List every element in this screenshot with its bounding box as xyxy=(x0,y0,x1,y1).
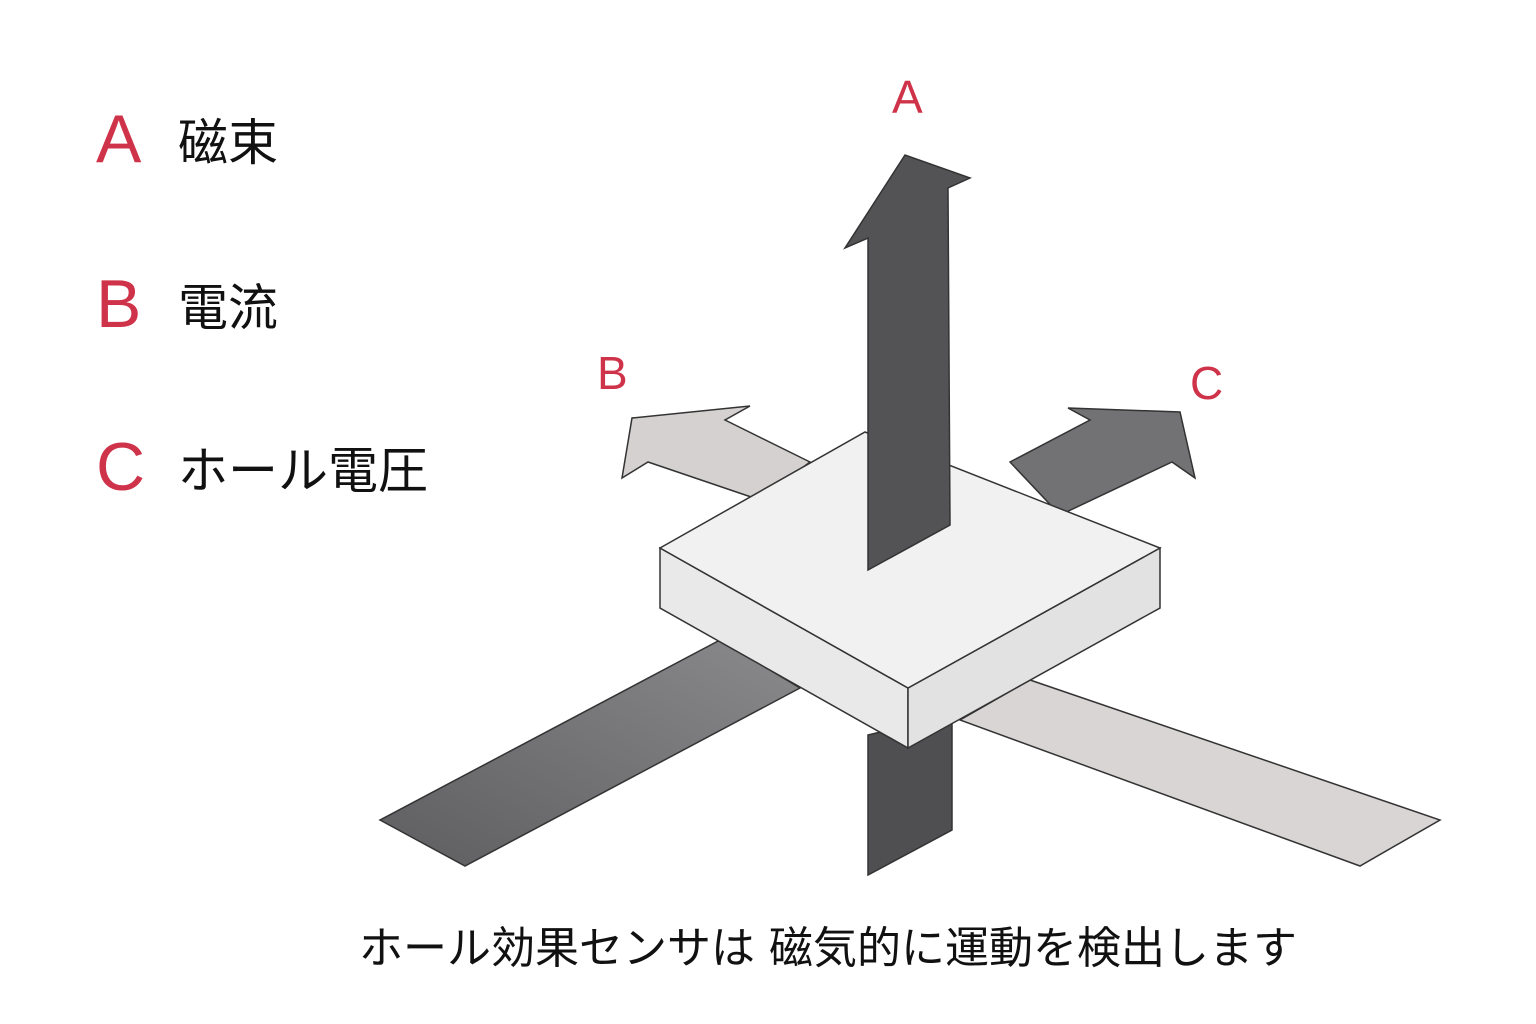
legend-item-b: B 電流 xyxy=(96,265,278,343)
label-c: C xyxy=(1190,357,1224,409)
voltage-arrow-head xyxy=(1008,407,1197,516)
legend-letter: B xyxy=(96,266,142,342)
legend-item-c: C ホール電圧 xyxy=(96,428,428,506)
legend-letter: A xyxy=(96,101,142,177)
legend-text: 磁束 xyxy=(178,114,278,172)
legend-item-a: A 磁束 xyxy=(96,100,278,178)
current-arrow-tail xyxy=(958,679,1442,867)
sensor-block-top xyxy=(658,431,1162,689)
legend-text: 電流 xyxy=(178,279,278,337)
current-arrow-head xyxy=(620,405,812,501)
legend-letter: C xyxy=(96,429,146,505)
label-b: B xyxy=(597,347,628,399)
legend-text: ホール電圧 xyxy=(178,442,428,500)
voltage-arrow-tail xyxy=(378,639,802,867)
flux-arrow xyxy=(843,154,973,572)
caption: ホール効果センサは 磁気的に運動を検出します xyxy=(359,923,1297,974)
label-a: A xyxy=(892,71,923,123)
